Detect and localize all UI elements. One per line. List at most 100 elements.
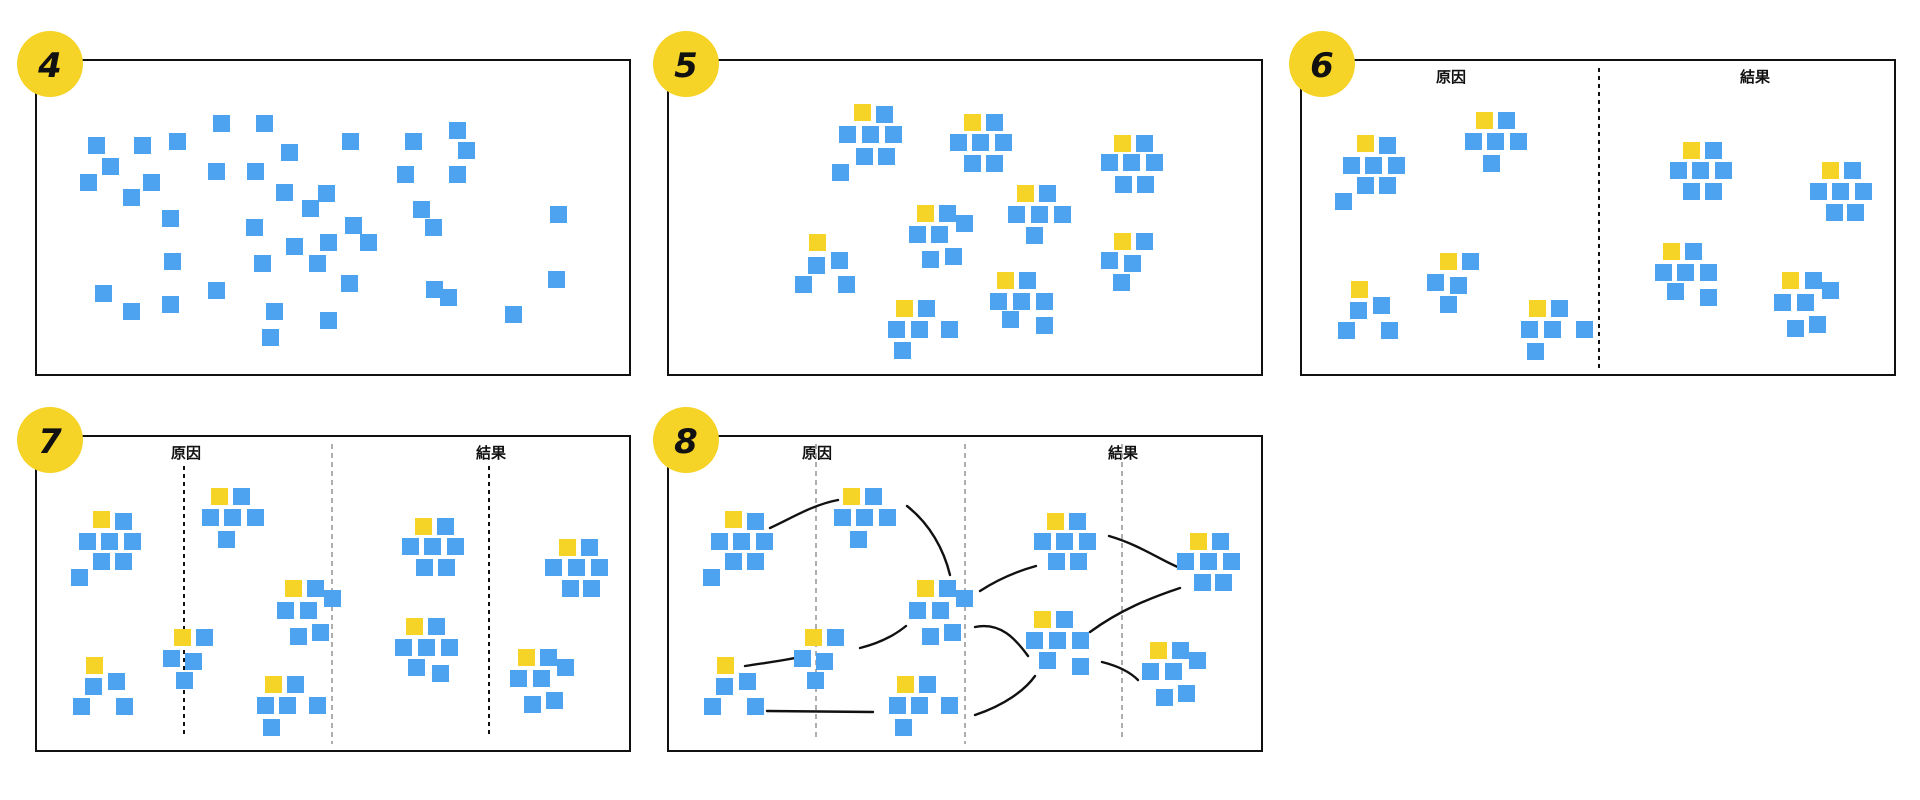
note-cluster [402,518,464,576]
note-cluster [703,511,773,586]
connector-line [973,674,1037,717]
sticky-note-blue [1194,574,1211,591]
sticky-note-blue [1822,282,1839,299]
sticky-note-blue [733,533,750,550]
sticky-note-blue [438,559,455,576]
sticky-note-blue [1049,632,1066,649]
sticky-note-blue [458,142,475,159]
sticky-note-blue [169,133,186,150]
note-cluster [202,488,264,548]
sticky-note-blue [557,659,574,676]
sticky-note-blue [360,234,377,251]
sticky-note-blue [397,166,414,183]
sticky-note-blue [931,226,948,243]
sticky-note-blue [1498,112,1515,129]
step-number: 4 [37,46,62,86]
sticky-note-blue [395,639,412,656]
sticky-note-blue [176,672,193,689]
sticky-note-blue [162,296,179,313]
sticky-note-blue [447,538,464,555]
sticky-note-blue [424,538,441,555]
sticky-note-blue [281,144,298,161]
sticky-note-blue [986,114,1003,131]
sticky-note-blue [134,137,151,154]
sticky-note-blue [816,653,833,670]
step-number: 6 [1310,46,1334,86]
sticky-note-blue [213,115,230,132]
sticky-note-yellow [1782,272,1799,289]
sticky-note-yellow [559,539,576,556]
sticky-note-blue [939,580,956,597]
sticky-note-blue [794,650,811,667]
sticky-note-blue [739,673,756,690]
note-cluster [1670,142,1732,200]
sticky-note-yellow [917,580,934,597]
step-badge [653,407,719,473]
sticky-note-blue [1101,252,1118,269]
note-cluster [1810,162,1872,221]
sticky-note-blue [71,569,88,586]
sticky-note-blue [1388,157,1405,174]
sticky-note-blue [986,155,1003,172]
step-badge [653,31,719,97]
sticky-note-blue [1113,274,1130,291]
sticky-note-blue [1700,264,1717,281]
step-badge [17,407,83,473]
sticky-note-yellow [1663,243,1680,260]
sticky-note-blue [123,189,140,206]
sticky-note-blue [405,133,422,150]
sticky-note-blue [307,580,324,597]
sticky-note-blue [254,255,271,272]
sticky-note-blue [939,205,956,222]
step-number: 5 [674,46,698,86]
sticky-note-blue [1700,289,1717,306]
sticky-note-yellow [265,676,282,693]
sticky-note-clusters [795,104,1163,359]
note-cluster [1177,533,1240,591]
sticky-note-blue [1527,343,1544,360]
sticky-note-blue [1685,243,1702,260]
sticky-note-blue [79,533,96,550]
note-cluster [832,104,902,181]
note-cluster [950,114,1012,172]
sticky-notes-scattered [80,115,567,346]
note-cluster [510,649,574,713]
sticky-note-blue [1069,513,1086,530]
sticky-note-blue [1002,311,1019,328]
sticky-note-blue [545,559,562,576]
sticky-note-blue [418,639,435,656]
sticky-note-blue [1465,133,1482,150]
sticky-note-blue [286,238,303,255]
sticky-note-blue [1070,553,1087,570]
sticky-note-blue [1146,154,1163,171]
sticky-note-blue [1379,137,1396,154]
sticky-note-blue [196,629,213,646]
connector-line [905,504,952,577]
sticky-note-blue [428,618,445,635]
sticky-note-blue [256,115,273,132]
sticky-note-blue [1072,658,1089,675]
sticky-note-blue [856,509,873,526]
relationship-connectors [743,498,1182,717]
sticky-note-yellow [1440,253,1457,270]
sticky-note-blue [202,509,219,526]
sticky-note-blue [1177,553,1194,570]
sticky-note-blue [1026,227,1043,244]
sticky-note-blue [562,580,579,597]
sticky-note-blue [449,122,466,139]
sticky-note-blue [716,678,733,695]
sticky-note-blue [856,148,873,165]
sticky-note-blue [911,321,928,338]
sticky-note-yellow [1190,533,1207,550]
sticky-note-blue [341,275,358,292]
step-number: 7 [38,422,62,462]
sticky-note-blue [945,248,962,265]
sticky-note-blue [807,672,824,689]
sticky-note-yellow [843,488,860,505]
note-cluster [794,629,844,689]
sticky-note-blue [1715,162,1732,179]
sticky-note-blue [879,509,896,526]
sticky-note-yellow [997,272,1014,289]
sticky-note-blue [922,628,939,645]
